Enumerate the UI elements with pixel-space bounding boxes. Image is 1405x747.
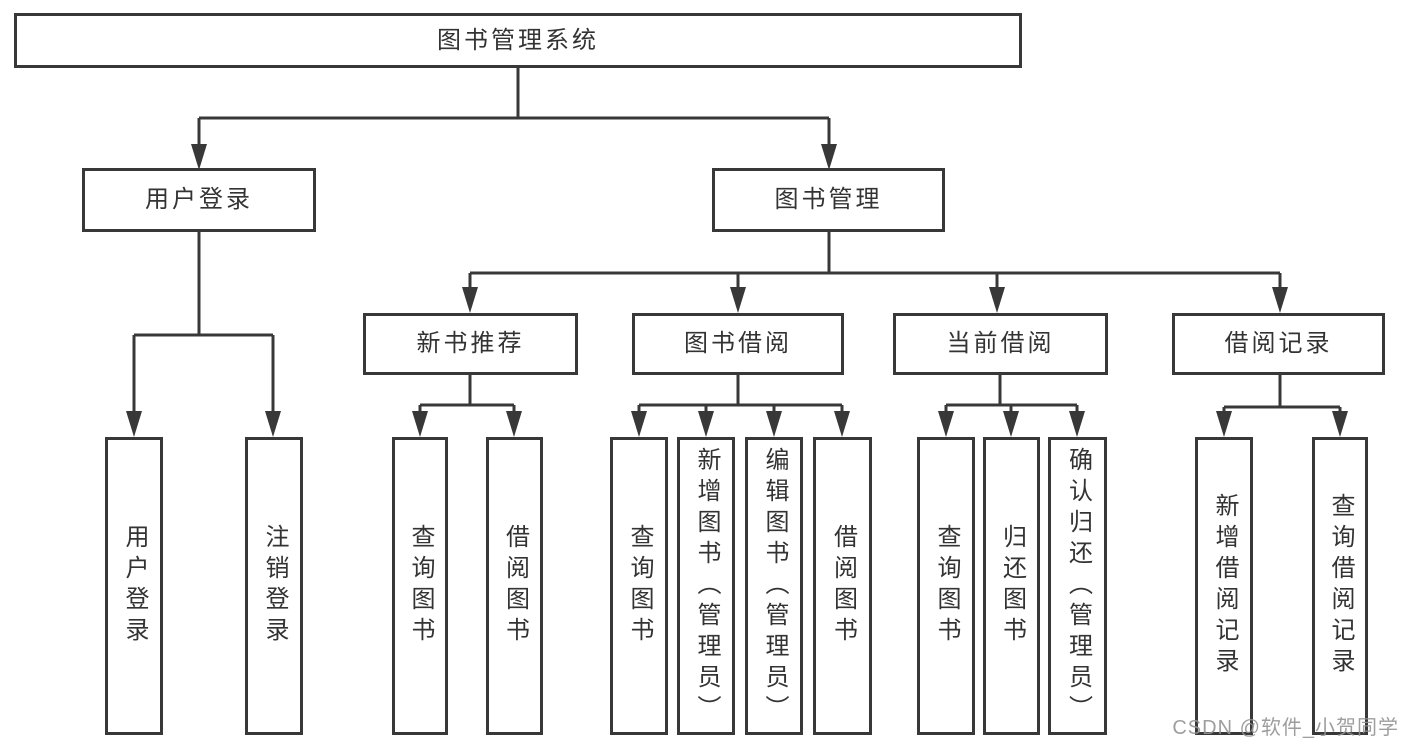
leaf-node-user-login: 用户登录	[105, 437, 163, 735]
leaf-node-confirm-return-admin: 确认归还（管理员）	[1048, 437, 1107, 735]
leaf-node-return-books: 归还图书	[983, 437, 1040, 735]
leaf-node-query-books-borrow: 查询图书	[610, 437, 668, 735]
module-node-book-borrow: 图书借阅	[632, 313, 844, 375]
leaf-node-borrow-books: 借阅图书	[813, 437, 872, 735]
branch-node-user-login: 用户登录	[82, 168, 316, 232]
leaf-node-logout: 注销登录	[245, 437, 303, 735]
module-node-current-borrow: 当前借阅	[893, 313, 1108, 375]
leaf-node-add-books-admin: 新增图书（管理员）	[677, 437, 735, 735]
module-node-new-book-recommend: 新书推荐	[363, 313, 578, 375]
leaf-node-add-borrow-record: 新增借阅记录	[1195, 437, 1253, 735]
root-node-library-system: 图书管理系统	[14, 13, 1022, 68]
tree-edges	[132, 66, 1342, 415]
module-node-borrow-record: 借阅记录	[1172, 313, 1385, 375]
leaf-node-borrow-books-recommend: 借阅图书	[486, 437, 543, 735]
leaf-node-query-books-recommend: 查询图书	[392, 437, 448, 735]
branch-node-book-management: 图书管理	[712, 168, 945, 232]
arrow-down-icons	[126, 144, 1348, 437]
leaf-node-edit-books-admin: 编辑图书（管理员）	[745, 437, 803, 735]
leaf-node-query-borrow-record: 查询借阅记录	[1312, 437, 1368, 735]
leaf-node-query-books-current: 查询图书	[917, 437, 975, 735]
